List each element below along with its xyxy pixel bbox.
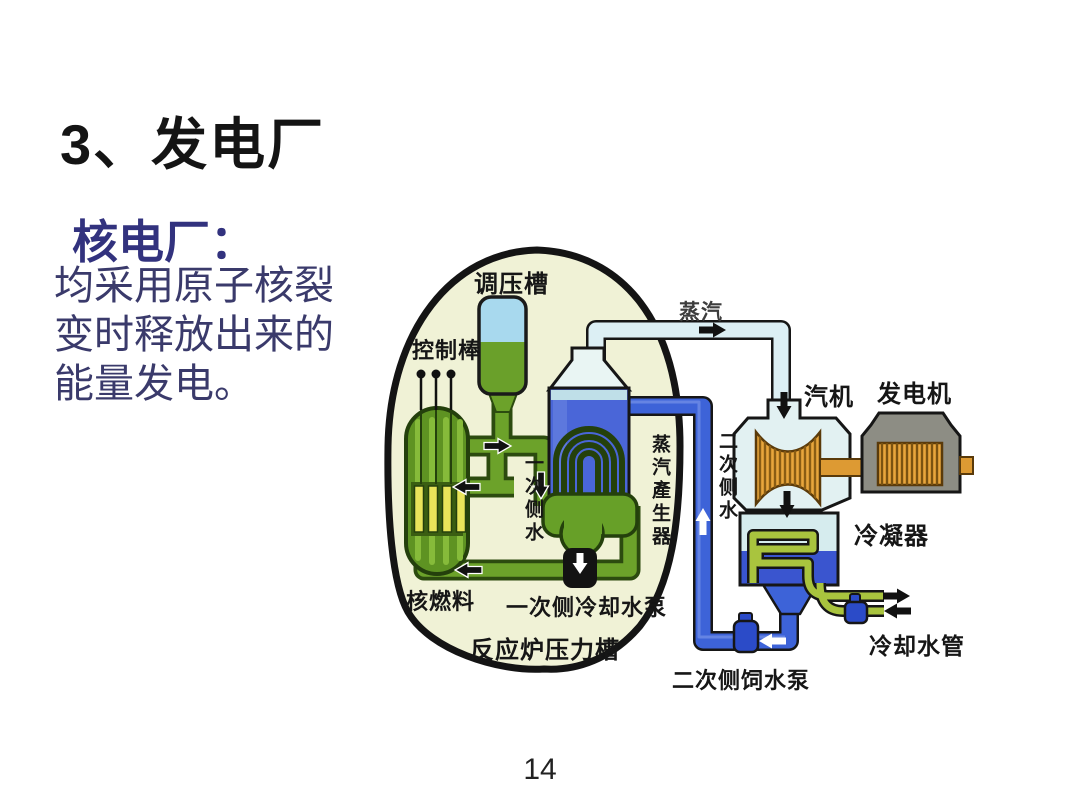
sg-u-tubes bbox=[553, 426, 625, 498]
reactor-vessel bbox=[404, 369, 470, 576]
control-rods bbox=[416, 369, 456, 484]
label-reactor-pressure-vessel: 反应炉压力槽 bbox=[470, 637, 620, 664]
term-heading: 核电厂： bbox=[72, 216, 256, 268]
label-control-rods: 控制棒 bbox=[412, 338, 482, 363]
body-line: 变时释放出来的 bbox=[54, 313, 334, 357]
label-primary-cooling-pump: 一次侧冷却水泵 bbox=[506, 595, 668, 620]
body-text: 均采用原子核裂 变时释放出来的 能量发电。 bbox=[54, 262, 334, 409]
sg-water-chamber bbox=[541, 492, 639, 557]
cooling-water-pump bbox=[843, 593, 869, 625]
steam-generator bbox=[541, 346, 639, 557]
page-number: 14 bbox=[523, 753, 557, 786]
page-title: 3、发电厂 bbox=[60, 113, 326, 176]
label-primary-side-water: 一次侧水 bbox=[522, 453, 543, 545]
label-condenser: 冷凝器 bbox=[854, 523, 929, 550]
pressurizer bbox=[477, 295, 528, 413]
generator bbox=[860, 411, 974, 494]
body-line: 均采用原子核裂 bbox=[54, 264, 334, 308]
label-turbine: 汽机 bbox=[804, 384, 854, 411]
label-cooling-water-pipe: 冷却水管 bbox=[869, 633, 965, 659]
turbine bbox=[732, 398, 852, 516]
cooling-water-coil bbox=[747, 529, 884, 617]
label-steam-generator: 蒸汽產生器 bbox=[649, 434, 670, 549]
primary-pump bbox=[563, 548, 597, 588]
label-nuclear-fuel: 核燃料 bbox=[406, 589, 476, 614]
secondary-feed-pump bbox=[732, 612, 760, 654]
flow-arrows bbox=[451, 322, 911, 649]
label-secondary-feed-pump: 二次侧饲水泵 bbox=[672, 668, 811, 693]
label-steam: 蒸汽 bbox=[679, 301, 723, 324]
body-line: 能量发电。 bbox=[54, 362, 254, 406]
label-secondary-side-water: 二次侧水 bbox=[716, 431, 737, 523]
label-pressurizer: 调压槽 bbox=[474, 271, 549, 298]
label-generator: 发电机 bbox=[877, 381, 952, 408]
